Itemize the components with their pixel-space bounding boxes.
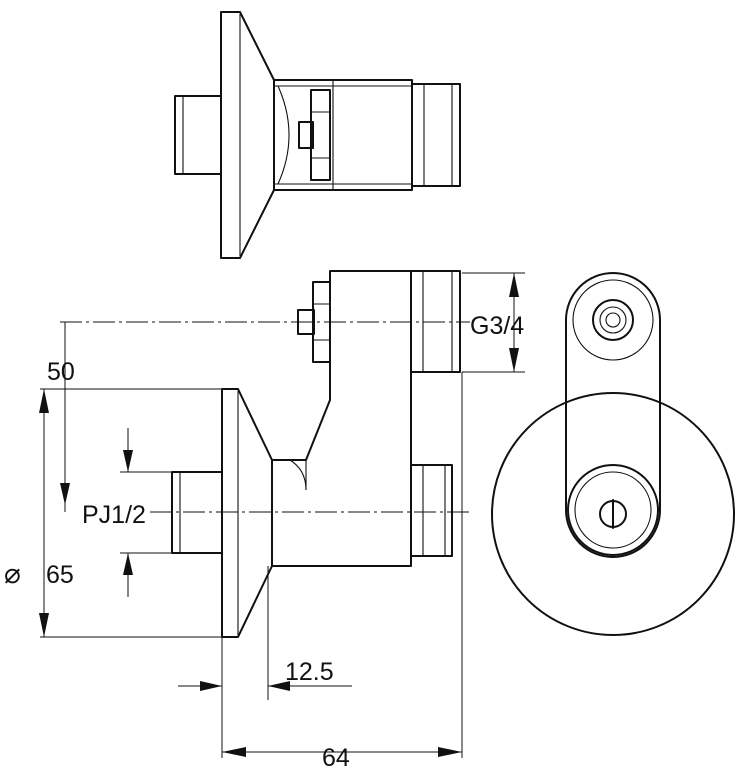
thread-outlet-label: G3/4: [470, 312, 524, 340]
flange-offset-label: 12.5: [285, 658, 334, 686]
dimension-lines: [39, 272, 525, 758]
thread-inlet-label: PJ1/2: [82, 501, 146, 529]
flange-diameter-label: 65: [46, 561, 74, 589]
front-view: [491, 272, 735, 636]
side-view: [60, 270, 470, 638]
overall-depth-label: 64: [322, 744, 350, 772]
height-offset-label: 50: [47, 358, 75, 386]
diameter-icon: ⌀: [4, 558, 21, 589]
top-view: [174, 11, 461, 259]
